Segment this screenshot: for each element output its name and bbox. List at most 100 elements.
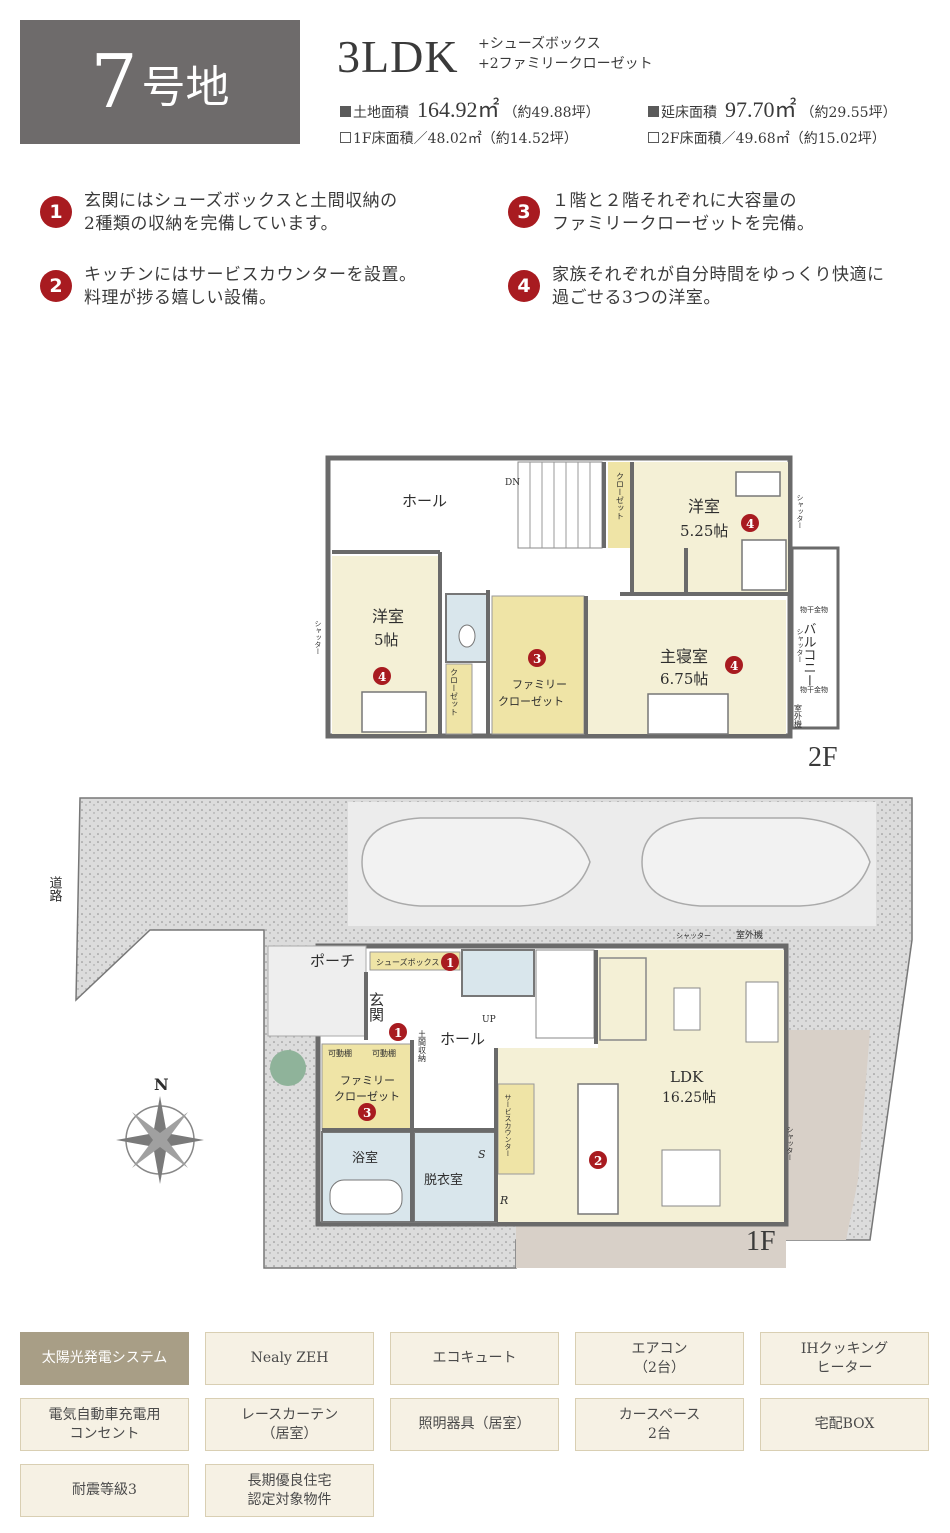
label-family-closet-1f-2: クローゼット [334,1090,400,1103]
label-shoebox: シューズボックス [376,957,439,967]
floor1-area: 1F床面積／48.02㎡（約14.52坪） [340,128,578,148]
feature-3: 3 １階と２階それぞれに大容量のファミリークローゼットを完備。 [508,190,928,236]
option-solar: 太陽光発電システム [20,1332,189,1385]
option-lace-curtain: レースカーテン （居室） [205,1398,374,1451]
feature-number-badge: 4 [508,270,540,302]
car-icon-1 [361,817,591,907]
label-hall-2f: ホール [402,492,447,510]
svg-text:4: 4 [746,517,754,531]
label-kadou-2: 可動棚 [372,1048,396,1058]
floor2-label: 2F [808,742,838,773]
svg-text:4: 4 [730,659,738,673]
label-hall-1f: ホール [440,1030,485,1048]
badge-1-entrance: 1 [389,1023,407,1041]
label-dressing: 脱衣室 [424,1172,463,1188]
label-ldk: LDK [670,1068,704,1086]
option-zeh: Nealy ZEH [205,1332,374,1385]
floor1-plan: 道路 ポーチ 玄関 シューズボックス 土間収納 可動棚 可動棚 ファミリー クロ… [47,797,913,1269]
label-family-closet-1f-1: ファミリー [340,1074,395,1087]
plan-type: 3LDK [337,31,459,82]
svg-text:3: 3 [363,1106,371,1120]
plan-extras: +シューズボックス +2ファミリークローゼット [478,34,653,74]
total-floor-area: 延床面積 97.70㎡ （約29.55坪） [648,92,897,124]
label-master: 主寝室 [660,647,708,666]
label-north: N [154,1075,169,1094]
floor2-plan: ホール DN 洋室 5.25帖 洋室 5帖 ファミリー クローゼット 主寝室 6… [314,455,840,739]
label-ldk-size: 16.25帖 [662,1090,716,1106]
label-room-a: 洋室 [688,497,720,516]
filled-square-icon [340,106,351,117]
label-road: 道路 [47,876,63,902]
label-closet-2f-b: クローゼット [450,668,459,716]
badge-4-room-b: 4 [373,667,391,685]
label-doma: 土間収納 [418,1029,427,1063]
svg-text:1: 1 [394,1026,402,1040]
label-shutter-2f-a: シャッター [314,620,322,655]
compass-icon: N [116,1075,204,1184]
land-area: 土地面積 164.92㎡ （約49.88坪） [340,92,600,124]
badge-3-1f: 3 [358,1103,376,1121]
empty-square-icon [648,132,659,143]
feature-2: 2 キッチンにはサービスカウンターを設置。料理が捗る嬉しい設備。 [40,264,460,310]
label-room-a-size: 5.25帖 [680,522,728,540]
label-hoshi-1: 物干金物 [800,605,828,614]
label-bath: 浴室 [352,1150,378,1166]
shoebox-1f [369,951,461,971]
lot-number: 7 [90,39,138,125]
label-family-closet-2f-2: クローゼット [498,695,564,708]
label-hoshi-2: 物干金物 [800,685,828,694]
label-up: UP [482,1015,496,1025]
floor2-area: 2F床面積／49.68㎡（約15.02坪） [648,128,886,148]
label-balcony: バルコニー [801,622,817,687]
feature-4: 4 家族それぞれが自分時間をゆっくり快適に過ごせる3つの洋室。 [508,264,928,310]
plan-extra: +シューズボックス [478,36,601,52]
option-ev-outlet: 電気自動車充電用 コンセント [20,1398,189,1451]
badge-3-2f: 3 [528,649,546,667]
label-entrance: 玄関 [367,992,385,1023]
label-shutter-1f-a: シャッター [676,931,711,940]
floor-plans: ホール DN 洋室 5.25帖 洋室 5帖 ファミリー クローゼット 主寝室 6… [47,455,913,1269]
label-outdoor-unit-1f: 室外機 [736,929,763,941]
badge-4-master: 4 [725,656,743,674]
feature-number-badge: 2 [40,270,72,302]
label-r: R [499,1194,508,1207]
option-aircon: エアコン （2台） [575,1332,744,1385]
balcony [790,546,840,730]
option-delivery-box: 宅配BOX [760,1398,929,1451]
label-dn: DN [505,478,520,488]
plan-extra: +2ファミリークローゼット [478,56,653,72]
label-kadou-1: 可動棚 [328,1048,352,1058]
option-ecocute: エコキュート [390,1332,559,1385]
lot-number-badge: 7 号地 [20,20,300,144]
dressing-1f [413,1131,497,1223]
label-room-b-size: 5帖 [374,631,399,649]
feature-number-badge: 1 [40,196,72,228]
option-lighting: 照明器具（居室） [390,1398,559,1451]
empty-square-icon [340,132,351,143]
tree-icon [270,1050,306,1086]
label-outdoor-unit-2f: 室外機 [794,703,803,729]
option-car-space: カースペース 2台 [575,1398,744,1451]
label-family-closet-2f-1: ファミリー [512,678,567,691]
badge-1-shoebox: 1 [441,953,459,971]
label-room-b: 洋室 [372,607,404,626]
option-ih-heater: IHクッキング ヒーター [760,1332,929,1385]
svg-text:3: 3 [533,652,541,666]
svg-text:4: 4 [378,670,386,684]
porch [267,945,367,1037]
label-service-counter: サービスカウンター [504,1094,512,1157]
label-closet-2f-a: クローゼット [616,472,625,520]
car-icon-2 [641,817,871,907]
label-s: S [478,1148,486,1161]
label-shutter-2f-b: シャッター [796,494,804,529]
option-seismic: 耐震等級3 [20,1464,189,1517]
lot-suffix: 号地 [141,62,230,113]
filled-square-icon [648,106,659,117]
toilet-1f [461,949,535,997]
floor1-label: 1F [746,1226,776,1257]
option-long-term-housing: 長期優良住宅 認定対象物件 [205,1464,374,1517]
feature-number-badge: 3 [508,196,540,228]
label-shutter-2f-c: シャッター [796,628,804,663]
label-master-size: 6.75帖 [660,670,708,688]
